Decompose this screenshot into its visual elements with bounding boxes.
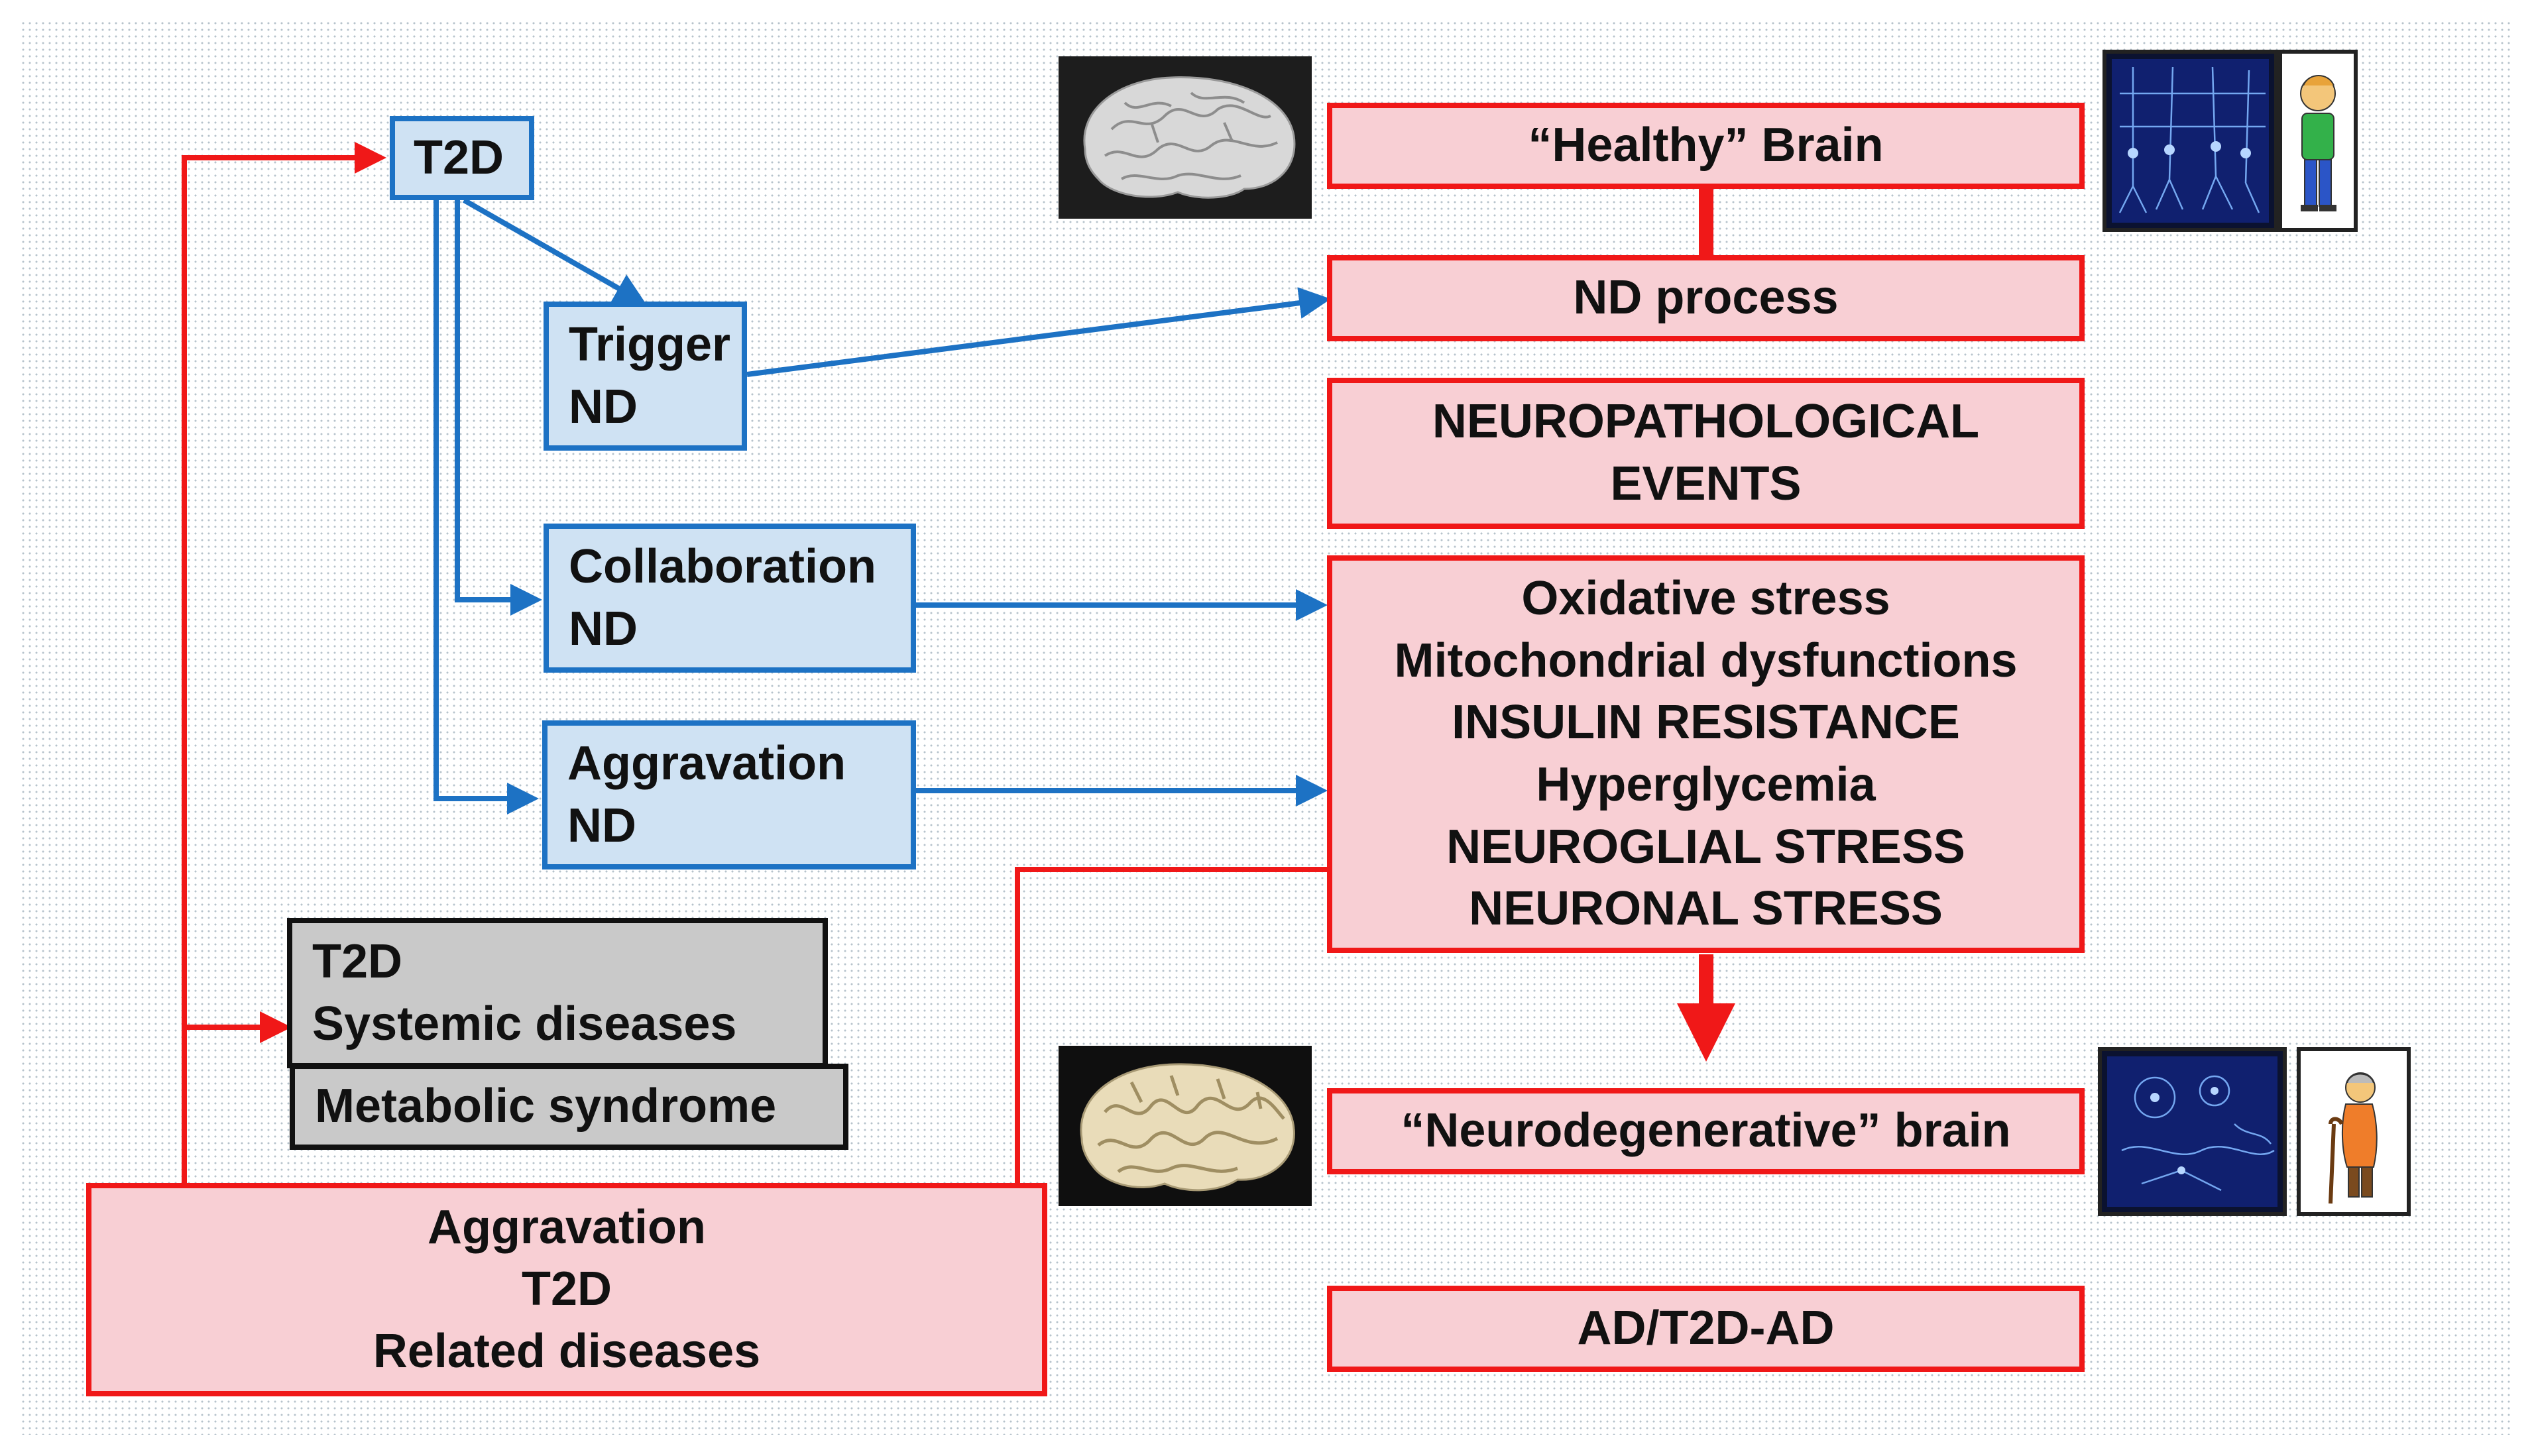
ad-label: AD/T2D-AD	[1577, 1302, 1835, 1355]
elderly-person-icon	[2297, 1047, 2411, 1216]
aggravation-nd-box: Aggravation ND	[542, 720, 916, 869]
neurodegenerative-brain-box: “Neurodegenerative” brain	[1327, 1088, 2085, 1174]
neurodegenerative-brain-label: “Neurodegenerative” brain	[1401, 1104, 2011, 1158]
trigger-nd-label: ND	[569, 380, 638, 433]
neuropathological-label: NEUROPATHOLOGICAL	[1432, 395, 1980, 449]
events-label: EVENTS	[1610, 457, 1802, 510]
nd-process-box: ND process	[1327, 255, 2085, 341]
metabolic-syndrome-label: Metabolic syndrome	[315, 1080, 777, 1133]
degenerated-brain-photo-icon	[1059, 1046, 1312, 1206]
aggravation-t2d-t2d: T2D	[521, 1262, 612, 1316]
mechanisms-box: Oxidative stress Mitochondrial dysfuncti…	[1327, 555, 2085, 953]
neuronal-stress-label: NEURONAL STRESS	[1469, 882, 1943, 936]
hyperglycemia-label: Hyperglycemia	[1536, 758, 1876, 811]
mitochondrial-label: Mitochondrial dysfunctions	[1394, 634, 2018, 687]
aggravation-t2d-related: Related diseases	[373, 1324, 761, 1378]
aggravation-label: Aggravation	[567, 736, 846, 790]
neuroglial-stress-label: NEUROGLIAL STRESS	[1446, 820, 1965, 873]
young-person-icon	[2278, 50, 2358, 232]
healthy-brain-photo-icon	[1059, 56, 1312, 219]
t2d-label: T2D	[414, 131, 504, 184]
collaboration-nd-box: Collaboration ND	[544, 524, 916, 673]
collaboration-label: Collaboration	[569, 539, 876, 593]
trigger-label: Trigger	[569, 317, 731, 371]
insulin-resistance-label: INSULIN RESISTANCE	[1452, 696, 1960, 750]
aggravation-t2d-title: Aggravation	[427, 1200, 707, 1254]
collaboration-nd-label: ND	[569, 602, 638, 655]
systemic-diseases-box: T2D Systemic diseases	[287, 918, 828, 1068]
aggravation-nd-label: ND	[567, 799, 636, 852]
oxidative-stress-label: Oxidative stress	[1521, 572, 1890, 626]
ad-box: AD/T2D-AD	[1327, 1286, 2085, 1372]
healthy-neurons-panel-icon	[2102, 50, 2278, 232]
t2d-box: T2D	[390, 116, 534, 200]
aggravation-t2d-box: Aggravation T2D Related diseases	[86, 1183, 1047, 1396]
healthy-brain-label: “Healthy” Brain	[1528, 119, 1884, 172]
systemic-t2d-label: T2D	[312, 934, 403, 988]
healthy-brain-box: “Healthy” Brain	[1327, 103, 2085, 189]
nd-process-label: ND process	[1573, 271, 1839, 325]
metabolic-syndrome-box: Metabolic syndrome	[290, 1064, 848, 1150]
damaged-neurons-panel-icon	[2098, 1047, 2287, 1216]
neuropathological-events-box: NEUROPATHOLOGICAL EVENTS	[1327, 378, 2085, 529]
trigger-nd-box: Trigger ND	[544, 302, 747, 451]
systemic-diseases-label: Systemic diseases	[312, 997, 737, 1050]
